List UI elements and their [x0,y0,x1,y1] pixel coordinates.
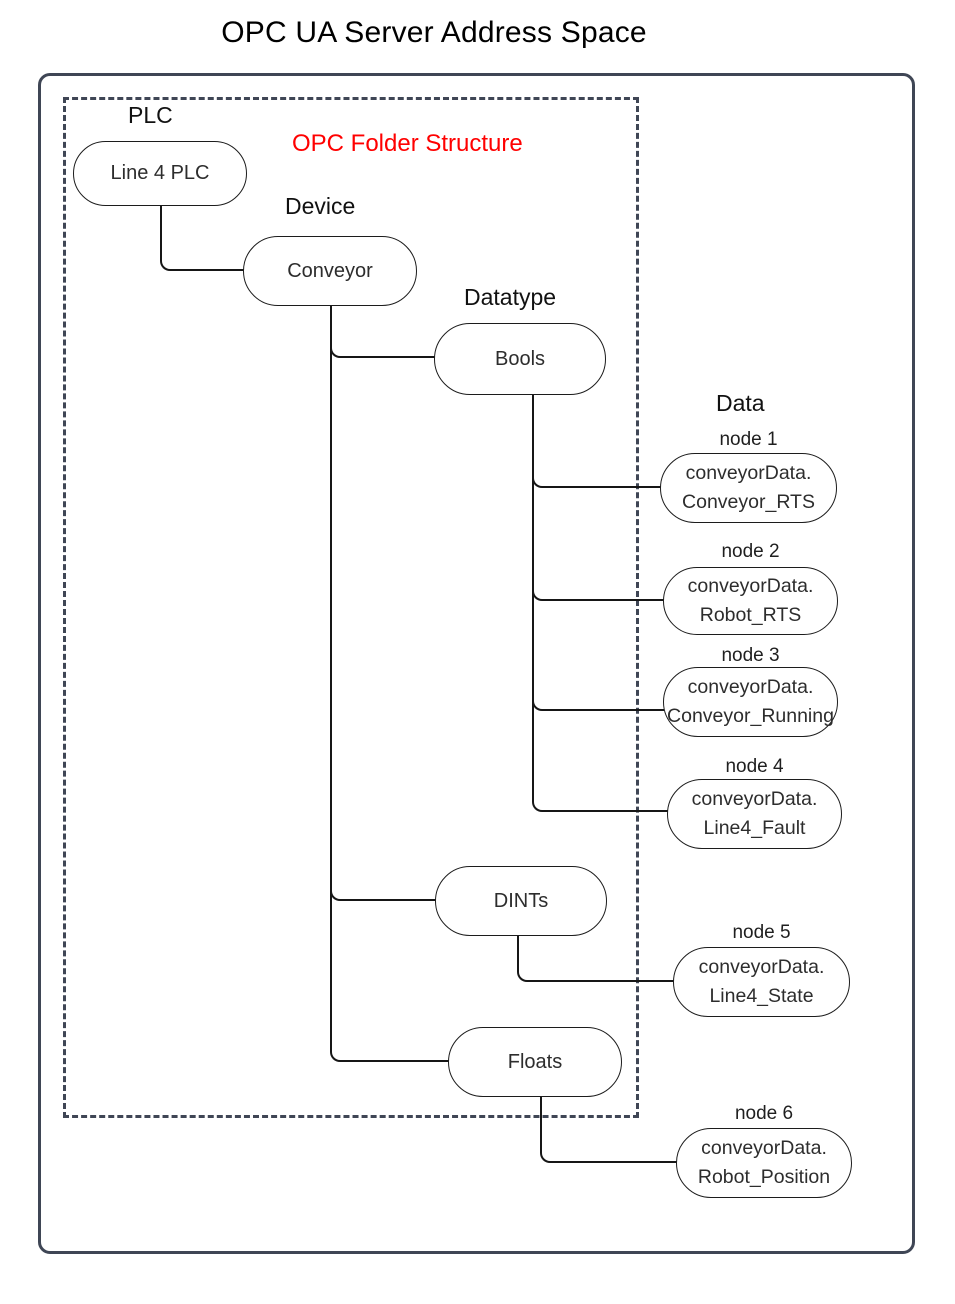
connector-floats-to-node6 [540,1097,677,1163]
node-conveyor-label: Conveyor [287,259,373,282]
node-floats-label: Floats [507,1050,563,1073]
node-line4-plc: Line 4 PLC [73,141,247,206]
node-robot-rts-line1: conveyorData. [687,575,814,597]
node-line4-plc-label: Line 4 PLC [110,162,210,184]
node-robot-rts: conveyorData. Robot_RTS [663,567,838,635]
node-dints: DINTs [435,866,607,936]
level-label-plc: PLC [128,102,173,128]
data-node2-caption: node 2 [721,541,780,562]
node-line4-state-line1: conveyorData. [698,956,825,978]
node-conveyor-rts-line2: Conveyor_RTS [682,491,815,513]
node-line4-fault-line2: Line4_Fault [703,817,806,839]
data-node1-caption: node 1 [719,429,778,450]
diagram-title: OPC UA Server Address Space [221,16,647,49]
node-robot-position-line1: conveyorData. [701,1137,827,1159]
data-node4-caption: node 4 [725,756,784,777]
opc-folder-structure-label: OPC Folder Structure [292,130,523,157]
node-floats: Floats [448,1027,622,1097]
data-node6-caption: node 6 [734,1103,794,1124]
node-line4-state-line2: Line4_State [709,985,814,1007]
connector-dints-to-node5 [517,936,674,982]
node-line4-fault-line1: conveyorData. [691,788,818,810]
node-conveyor-rts-line1: conveyorData. [685,462,812,484]
level-label-device: Device [285,193,356,219]
node-conveyor-running: conveyorData. Conveyor_Running [663,667,838,737]
node-dints-label: DINTs [493,889,549,912]
node-conveyor-running-line2: Conveyor_Running [667,705,834,727]
level-label-datatype: Datatype [464,284,557,310]
node-bools: Bools [434,323,606,395]
node-line4-fault: conveyorData. Line4_Fault [667,779,842,849]
data-node5-caption: node 5 [732,922,791,943]
connector-plc-to-conveyor [160,206,244,271]
level-label-data: Data [716,390,765,416]
node-conveyor-rts: conveyorData. Conveyor_RTS [660,453,837,523]
node-conveyor-running-line1: conveyorData. [687,676,814,698]
node-robot-rts-line2: Robot_RTS [699,604,802,626]
node-line4-state: conveyorData. Line4_State [673,947,850,1017]
data-node3-caption: node 3 [721,645,780,666]
node-robot-position: conveyorData. Robot_Position [676,1128,852,1198]
node-bools-label: Bools [494,347,546,370]
address-space-boundary [38,73,915,1254]
connector-bools-to-node4 [532,395,668,812]
opc-folder-structure-boundary [63,97,639,1118]
node-conveyor: Conveyor [243,236,417,306]
node-robot-position-line2: Robot_Position [697,1166,831,1188]
connector-conveyor-to-floats [330,306,449,1062]
